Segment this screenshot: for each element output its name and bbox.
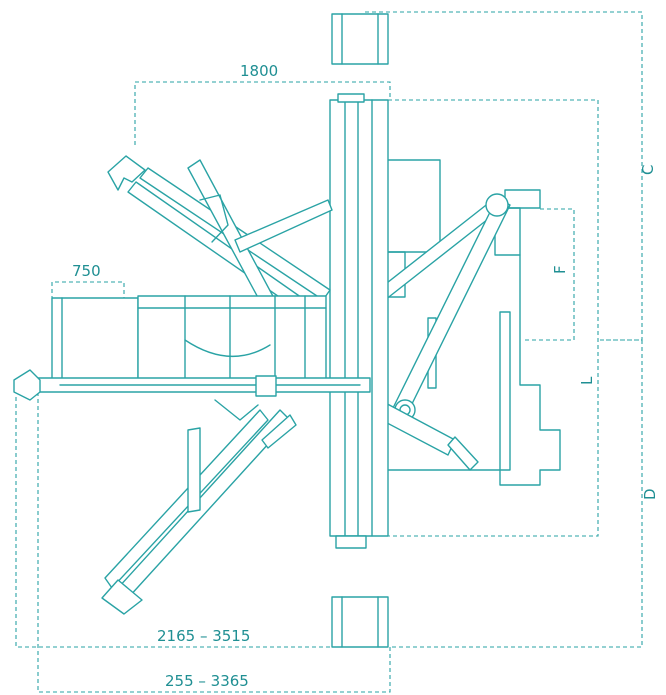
label-f: F — [551, 265, 569, 274]
label-1800: 1800 — [240, 62, 278, 80]
top-roller — [331, 13, 389, 65]
right-strut-assembly — [371, 193, 511, 471]
dim-750-line — [51, 281, 125, 300]
label-l: L — [578, 376, 596, 385]
horizontal-boom — [13, 369, 371, 401]
upper-arm — [107, 155, 333, 311]
dimension-labels: 1800 750 2165 – 3515 255 – 3365 C F L D — [72, 62, 659, 690]
horizontal-frame — [51, 295, 327, 383]
label-d: D — [641, 488, 659, 500]
label-c: C — [639, 165, 657, 175]
label-2165-3515: 2165 – 3515 — [157, 627, 250, 645]
dimension-lines — [15, 11, 643, 693]
label-750: 750 — [72, 262, 101, 280]
dim-f-line — [522, 208, 575, 341]
central-column — [329, 93, 389, 549]
dim-l-line — [388, 99, 599, 537]
dim-255-line — [37, 392, 391, 693]
lower-arm — [101, 399, 297, 615]
dim-d-line — [390, 339, 643, 648]
label-255-3365: 255 – 3365 — [165, 672, 249, 690]
dim-c-line — [365, 11, 643, 341]
bottom-roller — [331, 596, 389, 648]
dim-1800-line — [134, 81, 391, 145]
